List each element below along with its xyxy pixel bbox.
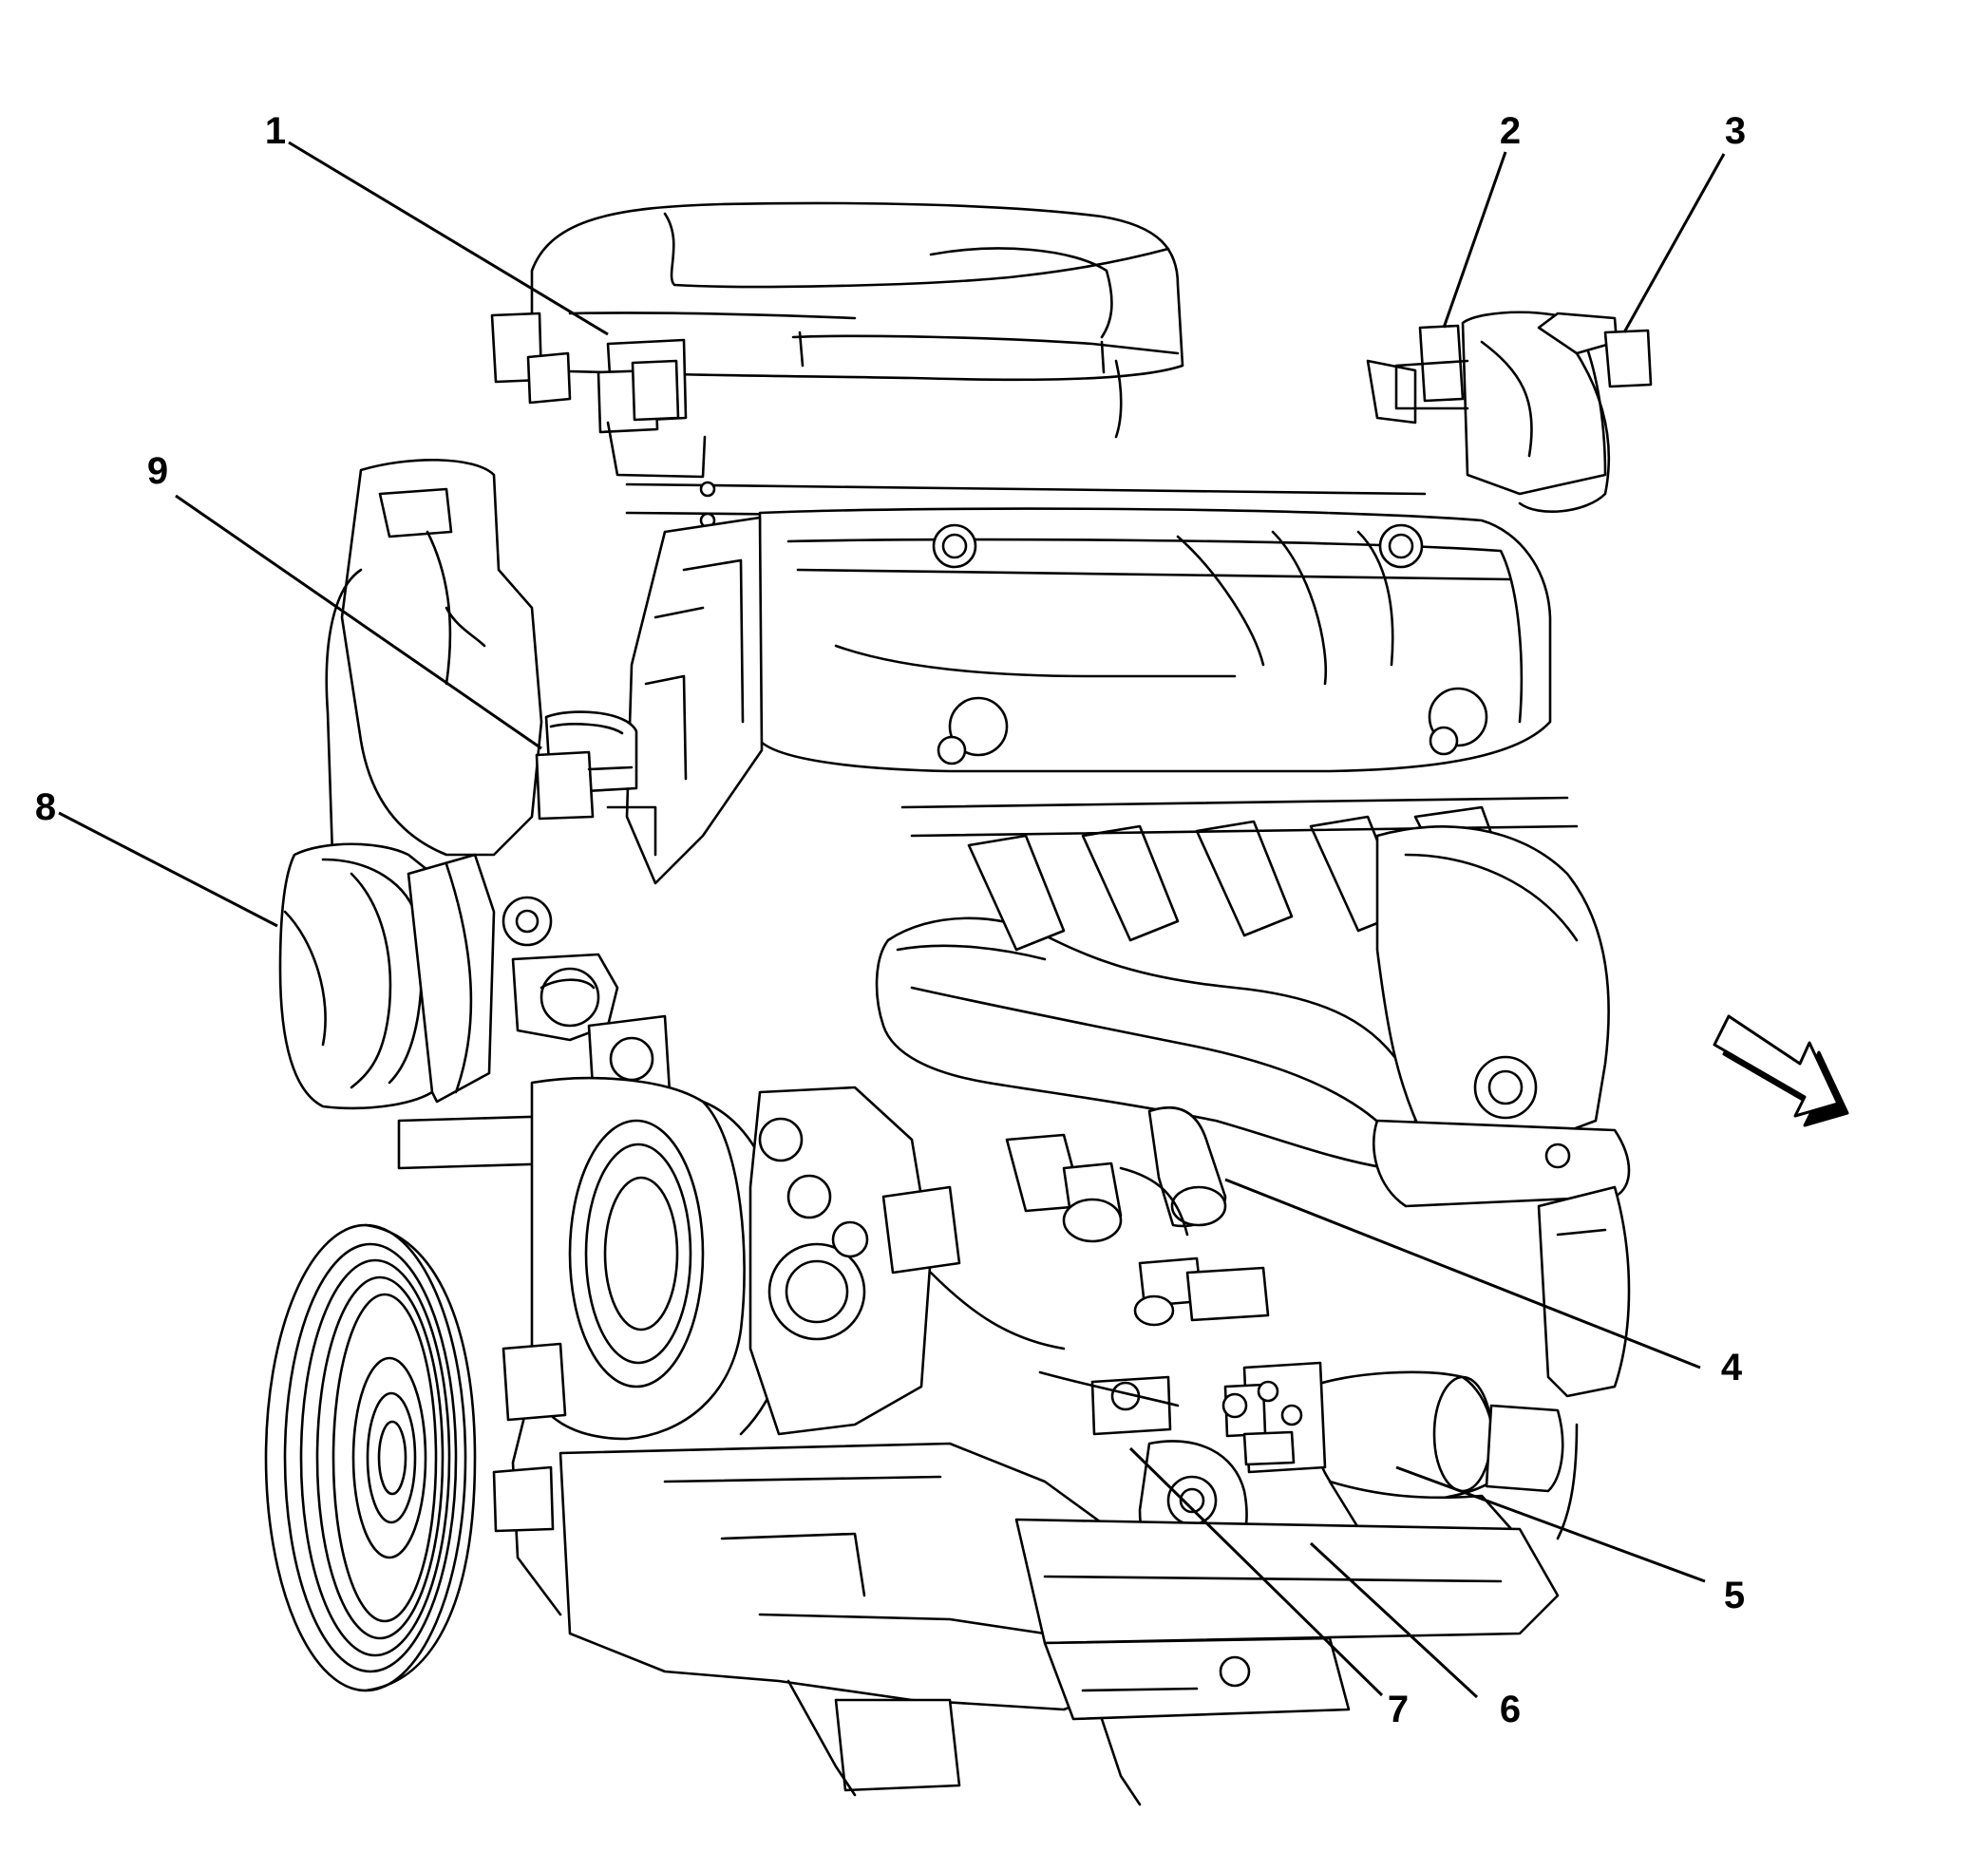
callout-1: 1: [264, 110, 287, 152]
leader-line-3: [1622, 153, 1726, 333]
callout-3: 3: [1724, 110, 1747, 152]
leader-line-1: [288, 141, 609, 336]
leader-lines: [58, 141, 1726, 1699]
leader-line-6: [1309, 1541, 1479, 1699]
callout-5: 5: [1723, 1575, 1746, 1616]
callout-7: 7: [1387, 1689, 1410, 1730]
leader-line-7: [1128, 1446, 1384, 1697]
callout-9: 9: [146, 450, 169, 492]
callout-4: 4: [1720, 1347, 1743, 1388]
leader-line-2: [1442, 151, 1507, 329]
engine-outline: [264, 201, 1653, 1806]
leader-line-4: [1224, 1178, 1701, 1369]
leader-line-5: [1395, 1465, 1706, 1583]
callout-2: 2: [1499, 110, 1522, 152]
front-direction-arrow-icon: [1713, 1014, 1849, 1127]
callout-8: 8: [34, 786, 57, 828]
leader-line-8: [58, 811, 278, 928]
leader-line-9: [175, 494, 542, 750]
callout-6: 6: [1499, 1689, 1522, 1730]
